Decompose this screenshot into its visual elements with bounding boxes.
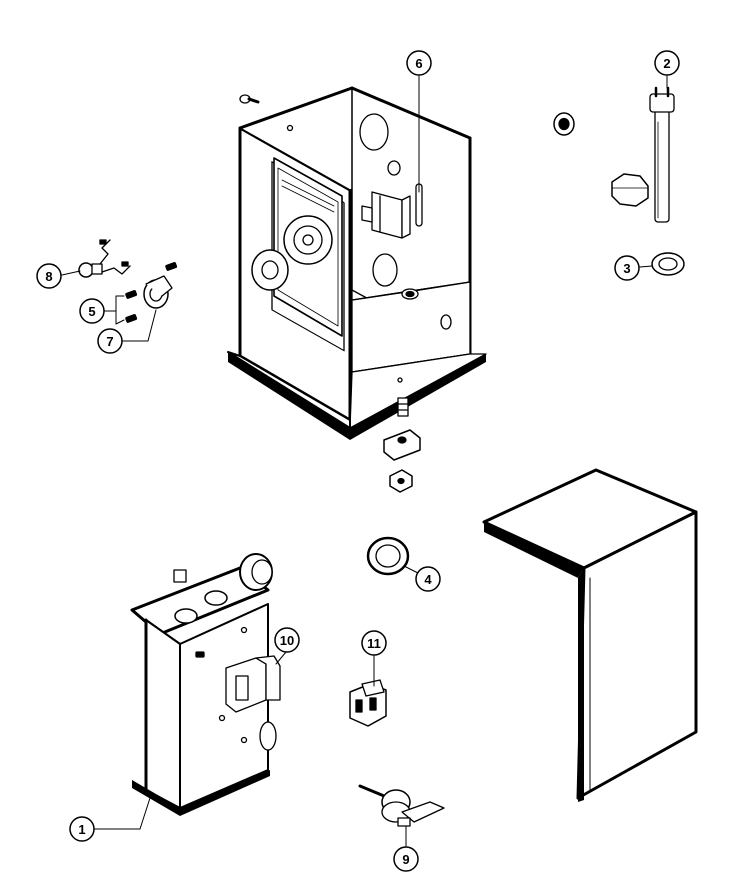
main-cabinet: [227, 86, 487, 440]
thermostat-sensor: [78, 239, 131, 278]
callout-8: 8: [36, 263, 62, 289]
svg-text:2: 2: [663, 56, 670, 71]
label-plate: [273, 157, 343, 337]
callout-9: 9: [393, 846, 419, 872]
thermostat-probe: [358, 784, 445, 827]
screw-top: [239, 94, 260, 104]
svg-text:1: 1: [78, 822, 85, 837]
svg-text:11: 11: [367, 636, 381, 651]
svg-text:10: 10: [280, 633, 294, 648]
hex-nut: [389, 469, 413, 493]
set-screws: [125, 262, 178, 323]
callout-3: 3: [614, 255, 640, 281]
svg-text:5: 5: [88, 304, 95, 319]
svg-text:7: 7: [106, 334, 113, 349]
hex-plug: [611, 173, 649, 207]
svg-text:9: 9: [402, 852, 409, 867]
dial-knob: [251, 249, 289, 291]
callout-2: 2: [654, 50, 680, 76]
svg-text:6: 6: [415, 56, 422, 71]
heating-element-rod: [649, 86, 675, 223]
terminal-lug: [383, 429, 421, 461]
svg-text:3: 3: [623, 261, 630, 276]
callout-6: 6: [406, 50, 432, 76]
callout-4: 4: [415, 566, 441, 592]
relay-switch: [349, 679, 387, 727]
svg-text:8: 8: [45, 269, 52, 284]
callout-11: 11: [361, 630, 387, 656]
relay-component: [225, 655, 281, 713]
callout-1: 1: [69, 816, 95, 842]
callout-5: 5: [79, 298, 105, 324]
svg-text:4: 4: [424, 572, 432, 587]
bushing: [366, 536, 410, 576]
switch-component: [361, 191, 411, 239]
callout-7: 7: [97, 328, 123, 354]
seal-ring: [651, 252, 685, 276]
sensor-clip: [143, 275, 173, 309]
small-grommet: [553, 112, 575, 136]
middle-bolt: [397, 397, 409, 417]
callout-10: 10: [274, 627, 300, 653]
lower-housing: [130, 553, 277, 816]
cover-panel: [482, 468, 698, 802]
